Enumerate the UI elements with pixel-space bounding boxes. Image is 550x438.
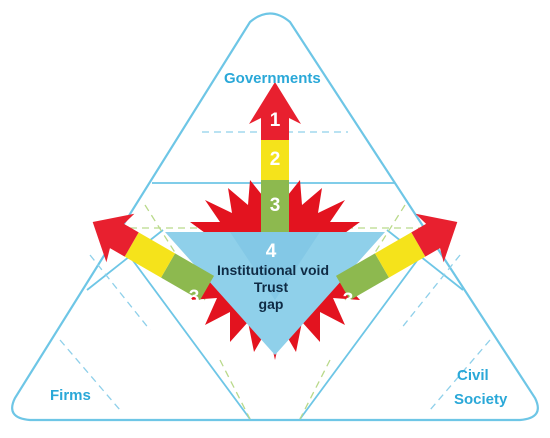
civil-society-level-2-segment	[374, 232, 426, 278]
center-level: 4	[266, 241, 277, 262]
firms-level-2-segment	[124, 232, 176, 278]
firms-level-3: 3	[189, 287, 200, 308]
center-line-1: Institutional void	[217, 262, 329, 278]
governments-arrow-head	[249, 82, 301, 140]
firms-arm	[92, 213, 214, 301]
governments-level-3: 3	[270, 195, 281, 216]
firms-arrow-head	[92, 213, 139, 263]
civil-society-level-2: 2	[377, 316, 388, 337]
governments-level-3-segment	[261, 180, 289, 232]
institutional-void-inner	[230, 232, 320, 300]
civil-society-arrow-head	[411, 213, 458, 263]
firms-label: Firms	[50, 387, 91, 404]
civil-society-level-3-segment	[336, 253, 389, 301]
governments-level-2: 2	[270, 149, 281, 170]
civil-society-level-1: 1	[413, 359, 424, 380]
civil-society-level-3: 3	[343, 290, 354, 311]
governments-label: Governments	[224, 70, 321, 87]
governments-level-1: 1	[270, 110, 281, 131]
governments-level-2-segment	[261, 140, 289, 180]
center-line-2: Trust	[254, 279, 289, 295]
civil-society-arm	[336, 213, 458, 301]
firms-level-3-segment	[161, 253, 214, 301]
center-line-3: gap	[259, 296, 284, 312]
governments-arm: 3 2 1	[249, 82, 301, 232]
firms-level-1: 1	[122, 355, 133, 376]
civil-society-label-line-1: Civil	[457, 367, 489, 384]
civil-society-label-line-2: Society	[454, 391, 508, 408]
firms-level-2: 2	[157, 312, 168, 333]
